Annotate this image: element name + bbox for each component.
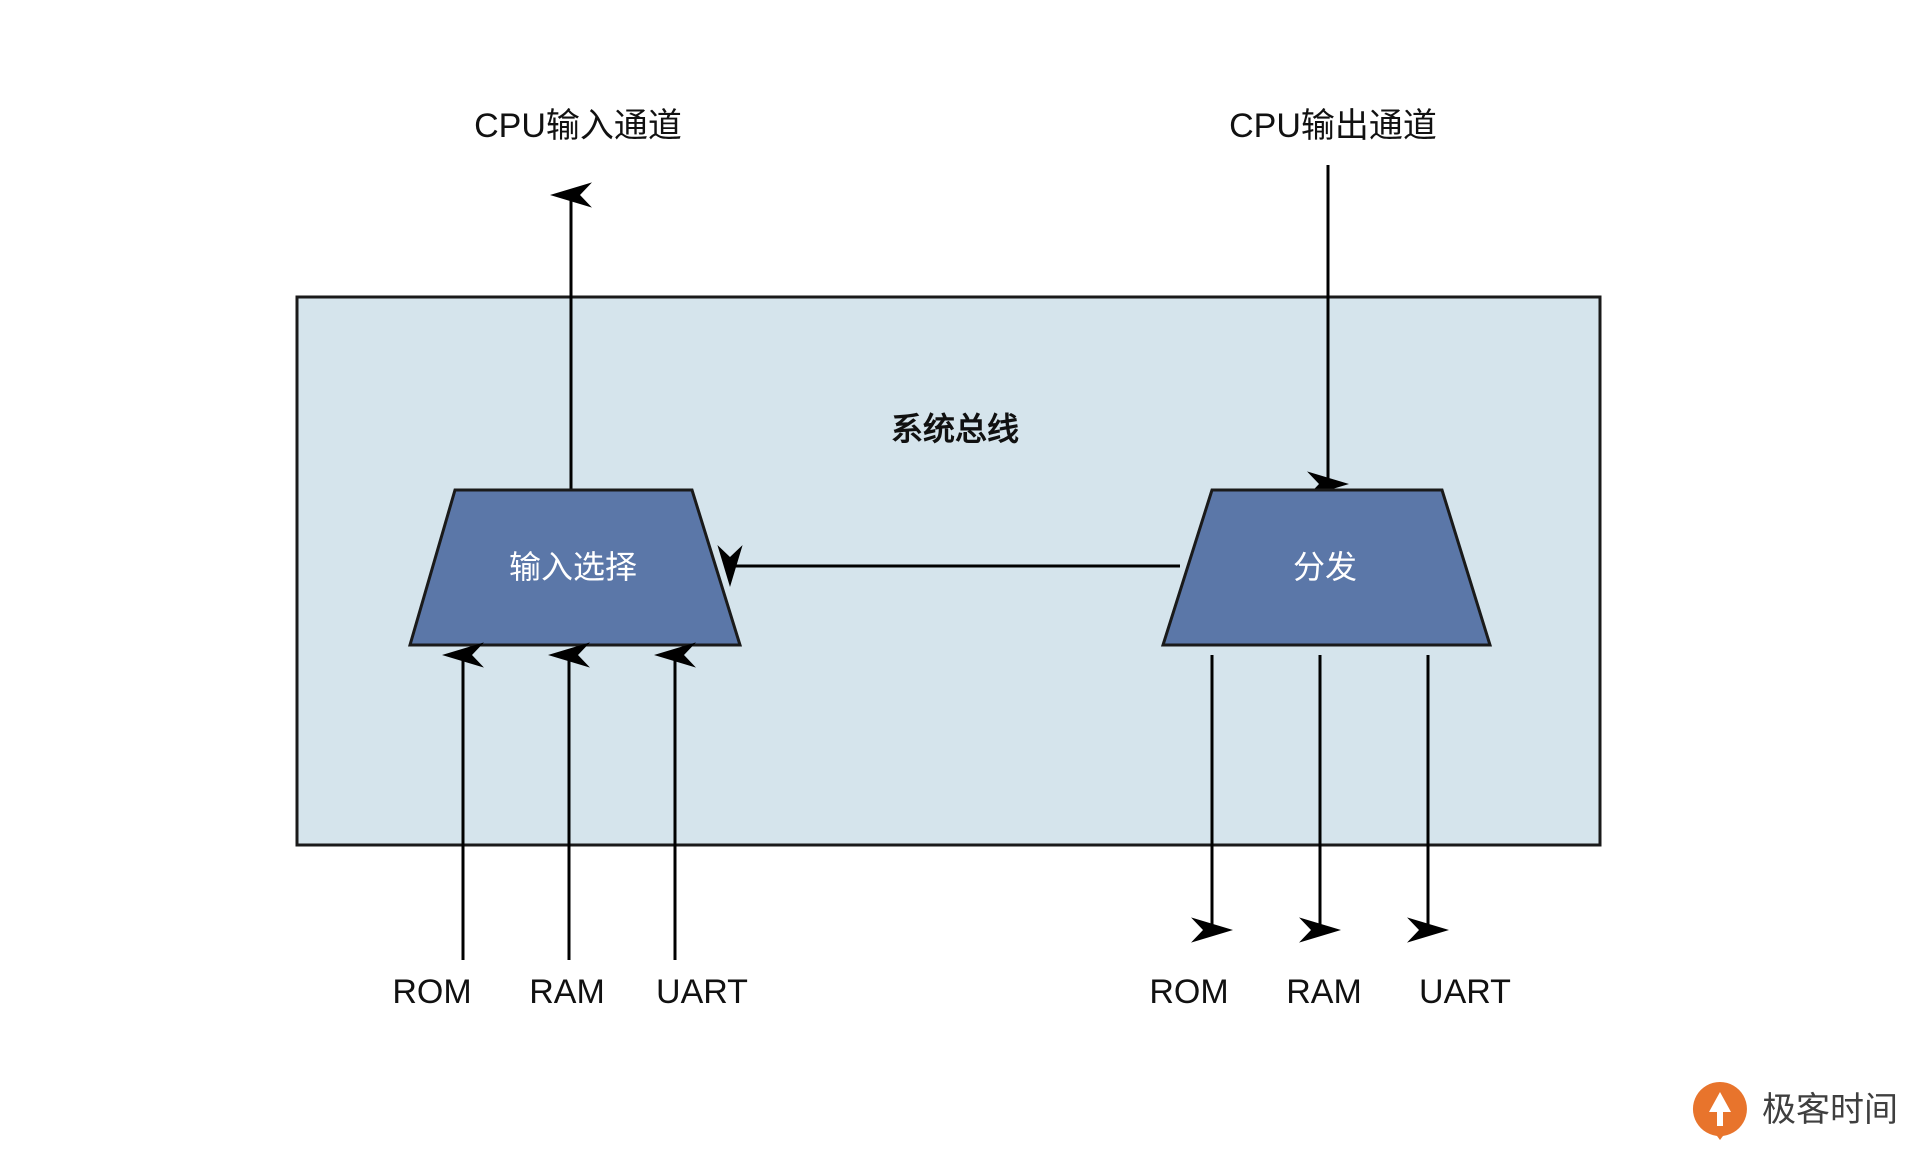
source-label-ram: RAM: [529, 973, 605, 1011]
source-label-rom: ROM: [392, 973, 471, 1011]
target-label-uart: UART: [1419, 973, 1511, 1011]
cpu-input-channel-label: CPU输入通道: [474, 107, 682, 145]
distribute-label: 分发: [1293, 549, 1357, 585]
watermark-brand-text: 极客时间: [1762, 1091, 1898, 1129]
cpu-output-channel-label: CPU输出通道: [1229, 107, 1437, 145]
geektime-drop-logo-icon: [1692, 1082, 1747, 1140]
input-select-label: 输入选择: [509, 549, 637, 585]
distribute-demux-shape: [1160, 488, 1493, 647]
source-label-uart: UART: [656, 973, 748, 1011]
target-label-ram: RAM: [1286, 973, 1362, 1011]
system-bus-label: 系统总线: [891, 411, 1019, 447]
target-label-rom: ROM: [1149, 973, 1228, 1011]
input-select-mux-shape: [408, 488, 743, 647]
watermark-logo: 极客时间: [1692, 1082, 1898, 1140]
